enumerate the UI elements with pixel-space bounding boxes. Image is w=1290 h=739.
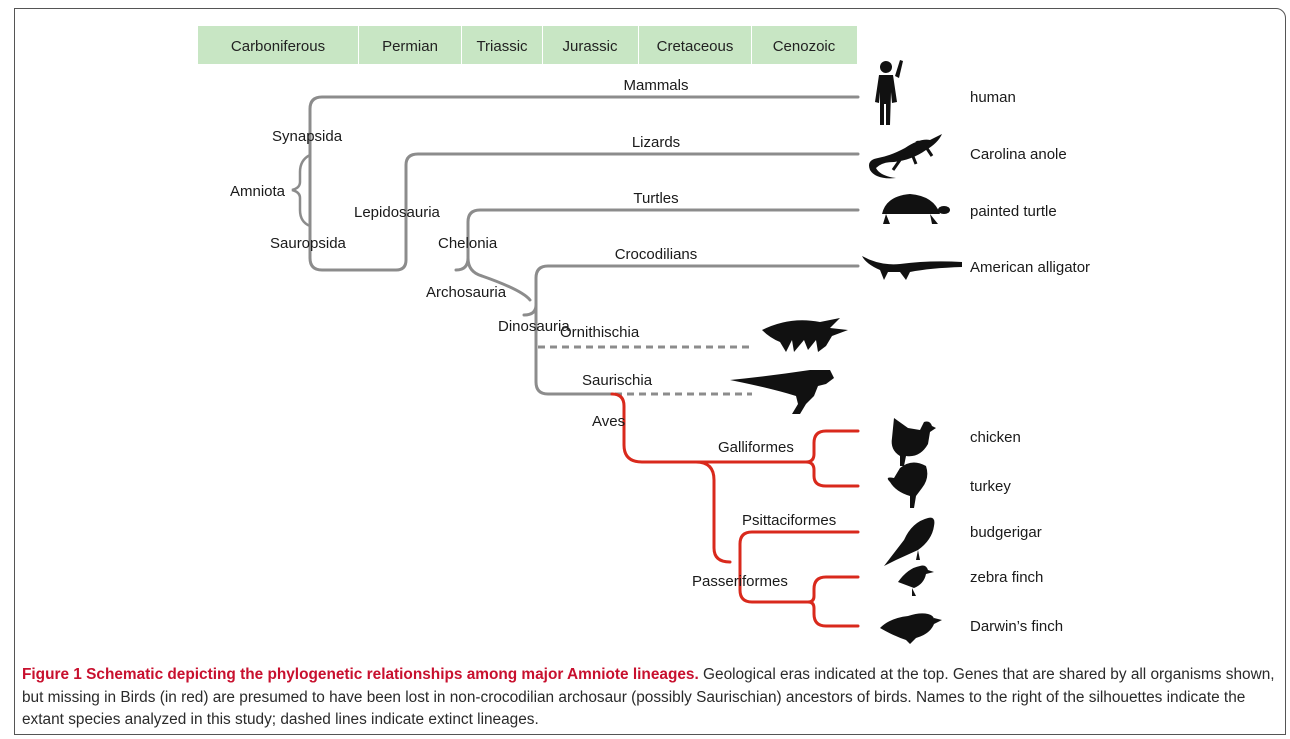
- branch-galliformes: [806, 431, 858, 486]
- species-anole: Carolina anole: [970, 146, 1067, 163]
- clade-labels: Synapsida Amniota Sauropsida Lepidosauri…: [230, 128, 836, 590]
- zebra-finch-silhouette-icon: [898, 566, 934, 597]
- alligator-silhouette-icon: [862, 256, 962, 280]
- label-galliformes: Galliformes: [718, 439, 794, 456]
- lizard-silhouette-icon: [869, 134, 942, 178]
- amniota-brace: [292, 155, 310, 226]
- label-chelonia: Chelonia: [438, 235, 498, 252]
- caption-title: Figure 1 Schematic depicting the phyloge…: [22, 666, 699, 683]
- turkey-silhouette-icon: [888, 462, 928, 508]
- label-ornithischia: Ornithischia: [560, 324, 640, 341]
- label-crocodilians: Crocodilians: [615, 246, 698, 263]
- species-turkey: turkey: [970, 478, 1011, 495]
- species-budgerigar: budgerigar: [970, 524, 1042, 541]
- era-label-carboniferous: Carboniferous: [231, 38, 325, 55]
- label-synapsida: Synapsida: [272, 128, 343, 145]
- label-lizards: Lizards: [632, 134, 680, 151]
- chicken-silhouette-icon: [892, 418, 936, 466]
- bird-branches: [612, 394, 858, 626]
- label-sauropsida: Sauropsida: [270, 235, 347, 252]
- label-aves: Aves: [592, 413, 625, 430]
- branch-psittaciformes: [740, 532, 858, 602]
- label-passeriformes: Passeriformes: [692, 573, 788, 590]
- label-turtles: Turtles: [633, 190, 678, 207]
- triceratops-silhouette-icon: [762, 318, 848, 352]
- gray-branches: [310, 97, 858, 394]
- darwins-finch-silhouette-icon: [880, 613, 942, 644]
- silhouettes: [730, 60, 962, 644]
- era-label-triassic: Triassic: [476, 38, 528, 55]
- species-zebra-finch: zebra finch: [970, 569, 1043, 586]
- species-chicken: chicken: [970, 429, 1021, 446]
- label-amniota: Amniota: [230, 183, 286, 200]
- tyrannosaur-silhouette-icon: [730, 370, 834, 414]
- era-label-cretaceous: Cretaceous: [657, 38, 734, 55]
- label-saurischia: Saurischia: [582, 372, 653, 389]
- lineage-labels: Mammals Lizards Turtles Crocodilians Orn…: [560, 77, 697, 389]
- species-labels: human Carolina anole painted turtle Amer…: [970, 89, 1090, 635]
- era-label-jurassic: Jurassic: [562, 38, 618, 55]
- budgerigar-silhouette-icon: [884, 518, 934, 566]
- human-silhouette-icon: [875, 60, 903, 125]
- label-archosauria: Archosauria: [426, 284, 507, 301]
- branch-mammals: [310, 97, 858, 270]
- species-human: human: [970, 89, 1016, 106]
- branch-crocodilians: [524, 266, 858, 315]
- label-psittaciformes: Psittaciformes: [742, 512, 836, 529]
- era-bar: Carboniferous Permian Triassic Jurassic …: [198, 26, 857, 64]
- species-alligator: American alligator: [970, 259, 1090, 276]
- era-label-permian: Permian: [382, 38, 438, 55]
- species-turtle: painted turtle: [970, 203, 1057, 220]
- branch-passeriformes: [808, 577, 858, 626]
- turtle-silhouette-icon: [882, 194, 950, 224]
- species-darwins-finch: Darwin’s finch: [970, 618, 1063, 635]
- era-label-cenozoic: Cenozoic: [773, 38, 836, 55]
- label-lepidosauria: Lepidosauria: [354, 204, 441, 221]
- label-mammals: Mammals: [623, 77, 688, 94]
- figure-caption: Figure 1 Schematic depicting the phyloge…: [22, 664, 1277, 732]
- branch-aves: [612, 394, 730, 562]
